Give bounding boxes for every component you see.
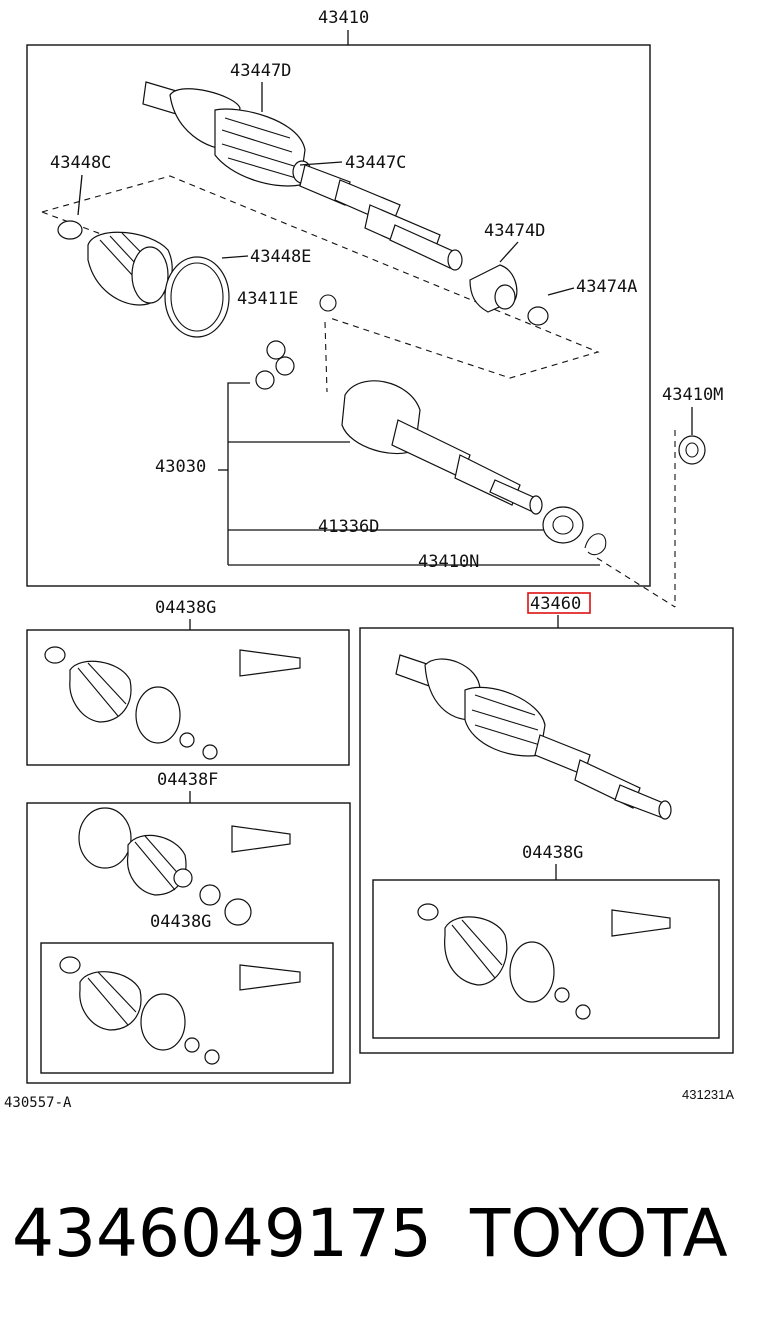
label-04438G-inner[interactable]: 04438G	[522, 843, 583, 863]
kit-contents-drawing-3	[417, 903, 671, 1020]
clamp-ring-drawing	[57, 220, 83, 240]
inner-joint-drawing	[341, 380, 543, 515]
label-43448E[interactable]: 43448E	[250, 247, 311, 267]
main-assembly-box	[26, 44, 651, 587]
boot-drawing	[87, 231, 173, 306]
snap-ring-n-drawing	[584, 533, 607, 556]
kit-contents-drawing-2	[59, 956, 301, 1065]
brand-text: TOYOTA	[469, 1195, 728, 1272]
label-43447C[interactable]: 43447C	[345, 153, 406, 173]
bearing-drawing	[542, 506, 584, 544]
label-43460-highlighted[interactable]: 43460	[530, 594, 581, 614]
part-number-text: 4346049175	[12, 1195, 432, 1272]
label-43474A[interactable]: 43474A	[576, 277, 637, 297]
label-43030[interactable]: 43030	[155, 457, 206, 477]
highlight-frame	[527, 592, 591, 614]
ref-code-right: 431231A	[682, 1087, 734, 1102]
tripod-drawing	[255, 340, 295, 390]
outer-shaft-drawing	[142, 81, 463, 271]
seal-drawing	[678, 435, 706, 465]
kit-box-04438G-nested	[40, 942, 334, 1074]
label-04438G-nested[interactable]: 04438G	[150, 912, 211, 932]
label-43474D[interactable]: 43474D	[484, 221, 545, 241]
ref-code-left: 430557-A	[4, 1095, 72, 1111]
label-43447D[interactable]: 43447D	[230, 61, 291, 81]
label-04438G-top[interactable]: 04438G	[155, 598, 216, 618]
label-04438F[interactable]: 04438F	[157, 770, 218, 790]
label-43410[interactable]: 43410	[318, 8, 369, 28]
large-clamp-drawing	[164, 256, 230, 338]
label-43411E[interactable]: 43411E	[237, 289, 298, 309]
label-43448C[interactable]: 43448C	[50, 153, 111, 173]
kit-box-04438G-inner	[372, 879, 720, 1039]
label-41336D[interactable]: 41336D	[318, 517, 379, 537]
label-43410M[interactable]: 43410M	[662, 385, 723, 405]
kit-contents-drawing-f	[78, 807, 291, 926]
shaft-43460-drawing	[395, 654, 672, 820]
kit-contents-drawing-1	[44, 646, 301, 760]
kit-box-04438G-top	[26, 629, 350, 766]
box-43460	[359, 627, 734, 1054]
label-43410N[interactable]: 43410N	[418, 552, 479, 572]
kit-box-04438F	[26, 802, 351, 1084]
